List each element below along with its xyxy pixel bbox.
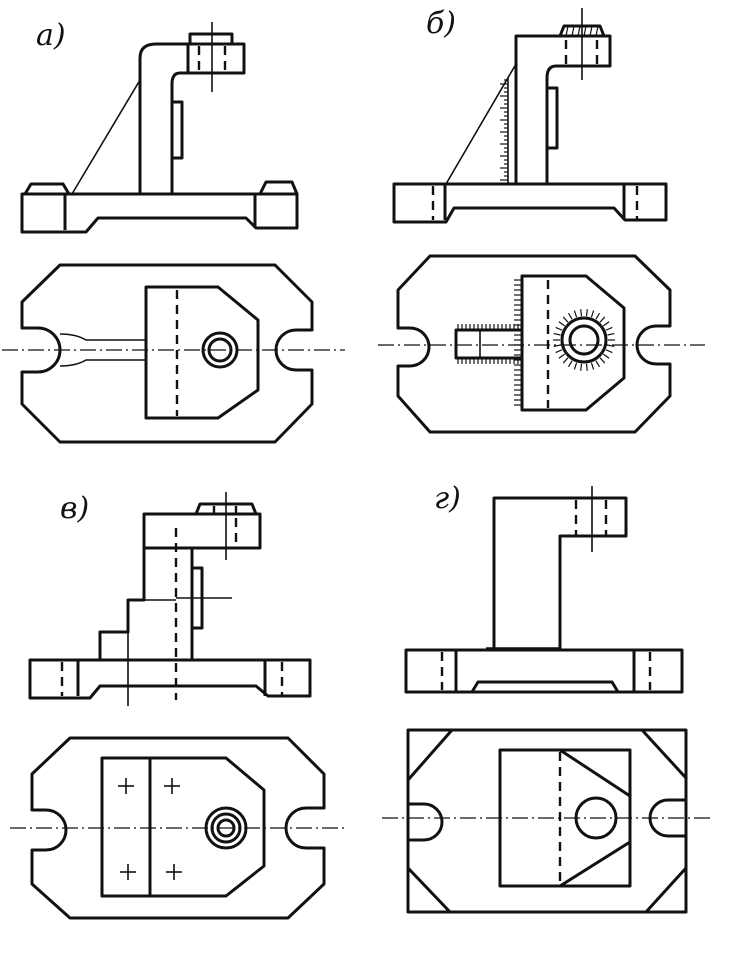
panel-a-top-view xyxy=(2,263,345,444)
panel-g-top-view xyxy=(382,728,712,914)
panel-v-front-view xyxy=(28,492,312,706)
panel-v: в) xyxy=(10,491,348,920)
panel-a: а) xyxy=(2,18,345,444)
panel-g: г) xyxy=(382,481,712,914)
panel-label-a: а) xyxy=(36,18,66,53)
panel-b-front-view xyxy=(392,8,668,224)
panel-b: б) xyxy=(378,6,705,434)
panel-v-top-view xyxy=(10,736,348,920)
panel-label-v: в) xyxy=(60,491,89,526)
panel-label-b: б) xyxy=(426,6,456,41)
panel-b-top-view xyxy=(378,254,705,434)
panel-label-g: г) xyxy=(434,481,461,516)
panel-a-front-view xyxy=(20,22,299,234)
panel-g-front-view xyxy=(404,486,684,694)
